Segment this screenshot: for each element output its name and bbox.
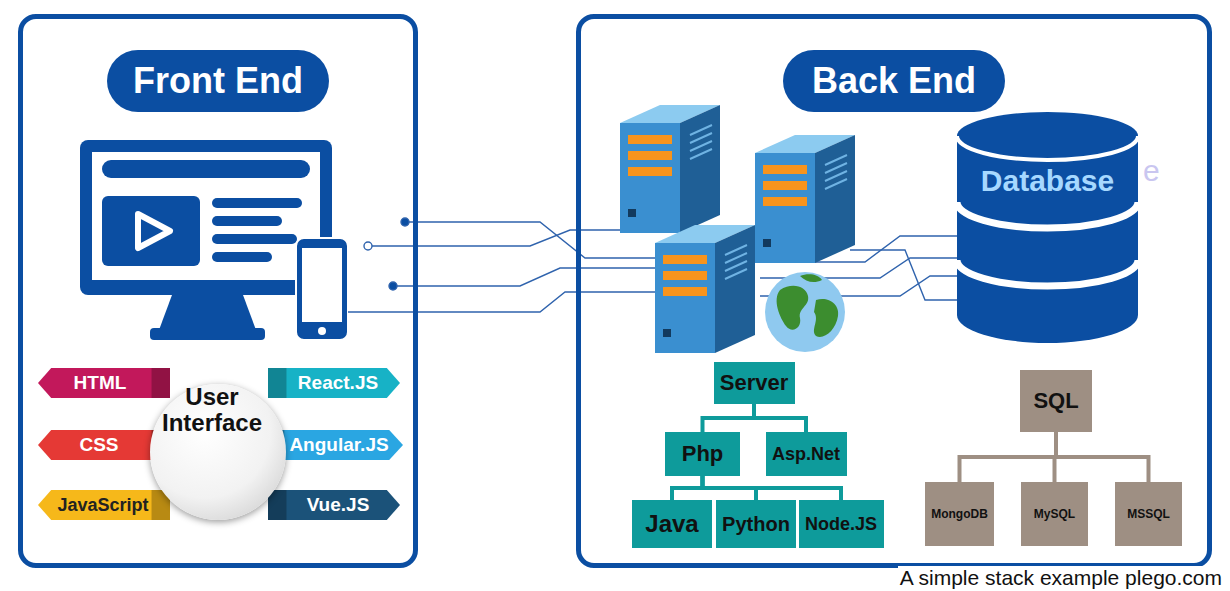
tech-box: Asp.Net — [766, 432, 847, 476]
tech-box: Php — [665, 432, 740, 476]
database-shape — [955, 110, 1140, 345]
database-shape — [957, 136, 1138, 160]
tech-box: MongoDB — [925, 482, 994, 546]
node-label: HTML — [74, 372, 127, 394]
network-wires — [401, 218, 409, 226]
tag-shape — [38, 368, 170, 398]
monitor-icon — [212, 234, 297, 244]
database-shape — [957, 112, 1138, 160]
tree-connector — [703, 404, 755, 432]
tech-box: Python — [716, 500, 796, 548]
node-label: Angular.JS — [289, 434, 388, 456]
node-label: MongoDB — [931, 507, 988, 521]
tag-shape — [268, 368, 400, 398]
tech-box: MSSQL — [1115, 482, 1182, 546]
stray-letter: e — [1143, 154, 1160, 188]
monitor-icon — [80, 140, 332, 295]
network-wires — [372, 230, 625, 246]
network-wires — [393, 268, 655, 286]
phone-icon — [296, 238, 348, 340]
node-label: React.JS — [298, 372, 378, 394]
monitor-icon — [102, 160, 310, 178]
panel-heading: Back End — [783, 50, 1005, 112]
tag-shape — [268, 490, 400, 520]
globe-icon — [777, 286, 809, 330]
tree-connector — [754, 404, 806, 432]
node-label: CSS — [79, 434, 118, 456]
tech-tag: Vue.JS — [268, 490, 400, 520]
globe-icon — [765, 272, 845, 352]
tech-tag: JavaScript — [38, 490, 170, 520]
tree-connector — [960, 432, 1057, 482]
node-label: Java — [645, 510, 698, 538]
monitor-icon — [159, 295, 256, 330]
server-icons — [620, 105, 720, 233]
monitor-icon — [138, 214, 170, 248]
tree-connector — [703, 476, 842, 500]
tech-box: Server — [714, 362, 795, 404]
node-label: SQL — [1033, 388, 1078, 414]
network-wires — [348, 292, 655, 312]
server-icons — [655, 225, 755, 353]
tree-connector — [672, 476, 703, 500]
tag-shape — [38, 430, 170, 460]
tech-tag: React.JS — [268, 368, 400, 398]
tag-fold — [268, 490, 286, 520]
tree-connector — [1056, 432, 1149, 482]
database-shape — [957, 260, 1138, 286]
monitor-icon — [212, 252, 272, 262]
phone-icon — [296, 238, 348, 340]
ui-circle: User Interface — [150, 384, 286, 520]
node-label: User Interface — [150, 384, 274, 436]
stack-panel: Back EndDatabaseServerSQL Php Asp.NetJava P… — [576, 14, 1212, 568]
node-label: JavaScript — [57, 495, 148, 516]
tech-box: SQL — [1020, 370, 1092, 432]
tech-box: MySQL — [1021, 482, 1088, 546]
monitor-icon — [212, 198, 302, 208]
database-cylinder: Database — [955, 110, 1140, 345]
node-label: Python — [722, 513, 790, 536]
node-label: MySQL — [1034, 507, 1075, 521]
stack-panel: Front EndHTML React.JS User InterfaceCSS An… — [18, 14, 418, 568]
database-shape — [957, 202, 1138, 228]
monitor-icon — [80, 140, 332, 340]
tag-shape — [265, 430, 403, 460]
tag-fold — [268, 368, 286, 398]
monitor-icon — [150, 328, 265, 340]
monitor-icon — [92, 152, 320, 280]
phone-icon — [302, 248, 342, 322]
node-label: Asp.Net — [772, 444, 840, 465]
node-label: MSSQL — [1127, 507, 1170, 521]
phone-icon — [318, 327, 326, 335]
panel-heading: Front End — [107, 50, 329, 112]
globe-icon — [800, 274, 822, 282]
network-wires — [850, 250, 960, 300]
monitor-icon — [212, 216, 282, 226]
tag-shape — [38, 490, 170, 520]
caption: A simple stack example plego.com — [898, 566, 1224, 590]
tag-fold — [265, 430, 284, 460]
node-label: Database — [955, 164, 1140, 198]
tag-fold — [152, 490, 170, 520]
tech-tag: HTML — [38, 368, 170, 398]
tag-fold — [152, 430, 170, 460]
globe-icon — [765, 272, 845, 352]
tech-box: Node.JS — [799, 500, 884, 548]
server-icons — [755, 135, 855, 263]
monitor-icon — [102, 196, 200, 266]
tech-box: Java — [632, 500, 712, 548]
tag-fold — [152, 368, 170, 398]
node-label: Php — [682, 441, 724, 467]
node-label: Node.JS — [805, 514, 877, 535]
network-wires — [389, 282, 397, 290]
node-label: Vue.JS — [307, 494, 370, 516]
globe-icon — [814, 299, 838, 337]
node-label: Server — [720, 370, 789, 396]
network-wires — [364, 242, 372, 250]
server-icons — [620, 105, 855, 353]
